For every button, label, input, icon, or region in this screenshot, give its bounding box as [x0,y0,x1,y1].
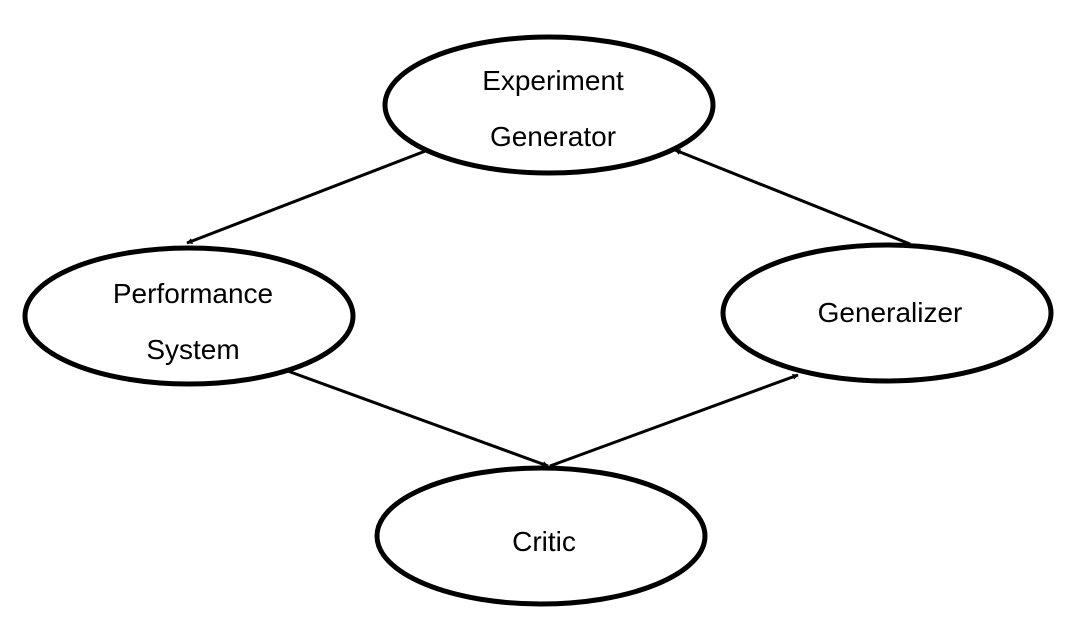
node-performance-system-label-line2: System [146,334,239,365]
node-performance-system-shape [22,245,356,387]
node-experiment-generator-shape [382,34,716,176]
node-experiment-generator: Experiment Generator [382,34,716,176]
node-critic-label: Critic [512,526,576,557]
edge-experiment-generator-to-performance-system [186,148,429,245]
node-generalizer: Generalizer [720,242,1054,384]
node-generalizer-label: Generalizer [818,297,963,328]
node-experiment-generator-label-line2: Generator [490,121,616,152]
node-performance-system: Performance System [22,245,356,387]
node-generalizer-shape [720,242,1054,384]
node-critic-shape [374,465,708,607]
node-experiment-generator-label-line1: Experiment [482,65,624,96]
edge-performance-system-to-critic [284,368,549,468]
node-critic: Critic [374,465,708,607]
edge-critic-to-generalizer [549,373,799,468]
node-performance-system-label-line1: Performance [113,278,273,309]
edge-generalizer-to-experiment-generator [674,148,911,246]
